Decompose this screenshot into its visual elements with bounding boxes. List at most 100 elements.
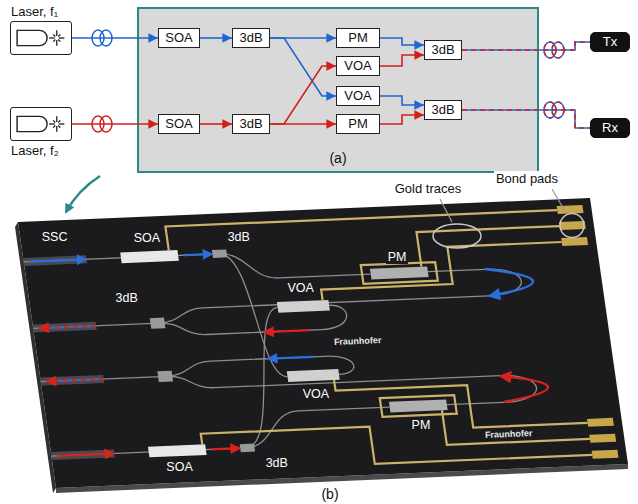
part-label: 3dB xyxy=(264,456,290,470)
block-label: VOA xyxy=(337,87,379,105)
soa-box: SOA xyxy=(158,114,200,134)
light-arrow xyxy=(485,269,533,296)
gold-trace xyxy=(201,418,592,471)
gold-trace xyxy=(334,370,588,434)
soa-section xyxy=(120,250,179,263)
spot-size-converter xyxy=(51,449,115,460)
signal-line xyxy=(462,42,590,50)
signal-path xyxy=(200,38,232,39)
laser-label: Laser, f₁ xyxy=(11,4,58,19)
gold-trace xyxy=(416,226,564,267)
chip-top xyxy=(18,198,628,488)
block-label: SOA xyxy=(159,115,199,133)
callout-ring xyxy=(560,214,584,238)
signal-line xyxy=(380,96,424,105)
voa-section xyxy=(287,369,340,382)
signal-path xyxy=(200,124,232,125)
port-connector: Rx xyxy=(590,118,630,138)
link-arrow xyxy=(66,176,100,212)
block-label: Tx xyxy=(591,33,629,51)
signal-path xyxy=(462,42,590,50)
laser-burst xyxy=(53,120,55,122)
callout-label: Bond pads xyxy=(494,171,560,186)
modulator-box: PM xyxy=(336,28,380,48)
signal-path xyxy=(380,55,424,66)
light-arrow xyxy=(500,376,548,402)
laser-cavity xyxy=(17,30,47,45)
laser-burst xyxy=(49,37,55,38)
gold-trace xyxy=(442,404,590,445)
part-label: 3dB xyxy=(226,230,252,244)
block-label: SOA xyxy=(159,29,199,47)
logo-text: Fraunhofer xyxy=(484,428,534,441)
light-arrow xyxy=(212,448,241,449)
laser-burst xyxy=(56,30,57,36)
part-label: SOA xyxy=(132,231,162,245)
gold-electrode xyxy=(361,262,438,284)
chip-outline-panel xyxy=(138,8,538,172)
spot-size-converter xyxy=(23,255,87,266)
bond-pad xyxy=(592,450,619,459)
logo-text: Fraunhofer xyxy=(332,335,382,348)
coupler-box: 3dB xyxy=(424,40,462,60)
bond-pad xyxy=(587,418,614,427)
mmi-coupler xyxy=(212,249,227,258)
laser-source: Laser, f₁ xyxy=(10,21,72,55)
laser-burst xyxy=(58,39,60,41)
part-label: 3dB xyxy=(114,291,140,305)
mmi-coupler xyxy=(157,371,173,382)
bond-pad xyxy=(557,205,584,214)
attenuator-box: VOA xyxy=(336,56,380,76)
part-label: PM xyxy=(386,250,409,264)
laser-burst xyxy=(56,40,57,46)
laser-burst xyxy=(58,125,60,127)
waveguide xyxy=(226,307,297,447)
mmi-coupler xyxy=(150,318,166,329)
laser-burst xyxy=(53,39,55,41)
block-label: PM xyxy=(337,29,379,47)
signal-path xyxy=(72,124,158,125)
mmi-coupler xyxy=(240,444,255,453)
spot-size-converter xyxy=(40,375,104,386)
light-arrow xyxy=(184,254,213,255)
light-arrow xyxy=(47,379,104,381)
laser-cavity xyxy=(17,116,47,131)
soa-section xyxy=(148,444,207,457)
signal-line xyxy=(462,110,590,128)
bond-pad xyxy=(561,237,588,246)
block-label: 3dB xyxy=(425,41,461,59)
signal-line xyxy=(462,110,590,128)
callout-ring xyxy=(433,224,481,248)
soa-box: SOA xyxy=(158,28,200,48)
signal-line xyxy=(200,123,232,125)
signal-line xyxy=(270,66,336,124)
coupler-box: 3dB xyxy=(232,114,270,134)
signal-line xyxy=(380,115,424,124)
laser-label: Laser, f₂ xyxy=(11,143,59,158)
chip-render xyxy=(18,198,628,488)
signal-path xyxy=(270,66,336,124)
light-arrow xyxy=(268,357,314,359)
gold-electrode xyxy=(380,395,457,417)
part-label: VOA xyxy=(286,281,316,295)
light-arrow xyxy=(29,259,86,261)
signal-path xyxy=(72,38,158,39)
signal-path xyxy=(380,96,424,105)
laser-burst xyxy=(53,125,55,127)
signal-line xyxy=(462,42,590,50)
laser-source: Laser, f₂ xyxy=(10,107,72,141)
light-arrow xyxy=(39,326,96,328)
signal-path xyxy=(462,110,590,128)
laser-burst xyxy=(53,34,55,36)
waveguide xyxy=(24,248,371,289)
coupler-box: 3dB xyxy=(232,28,270,48)
signal-line xyxy=(200,37,232,39)
bond-pad xyxy=(589,434,616,443)
panel-label: (a) xyxy=(329,150,346,166)
coupler-box: 3dB xyxy=(424,100,462,120)
callout-label: Gold traces xyxy=(393,181,463,196)
light-arrow xyxy=(57,454,114,456)
waveguide xyxy=(28,268,526,329)
laser-icon xyxy=(11,108,71,140)
